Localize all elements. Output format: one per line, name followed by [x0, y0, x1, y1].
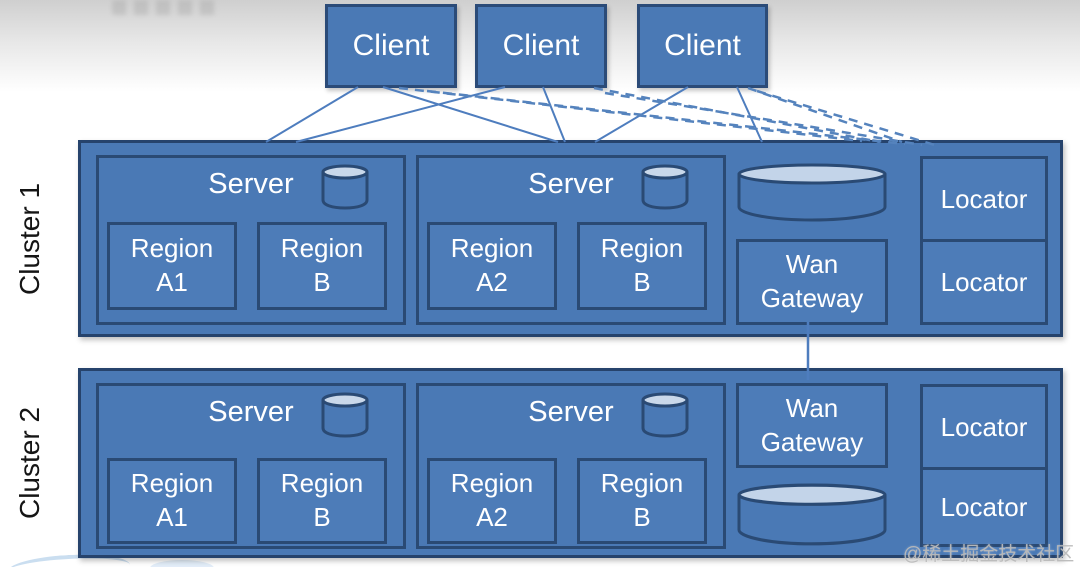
locator-node: Locator — [920, 156, 1048, 242]
client-label: Client — [664, 29, 741, 62]
server-node: Server Region A2 Region B — [416, 383, 726, 549]
cluster-1-label: Cluster 1 — [14, 182, 46, 295]
region-node: Region B — [577, 458, 707, 544]
region-node: Region A1 — [107, 222, 237, 310]
database-cylinder-icon — [737, 483, 887, 546]
site-watermark: @稀土掘金技术社区 — [903, 544, 1075, 565]
client-label: Client — [502, 29, 580, 62]
server-node: Server Region A1 Region B — [96, 383, 406, 549]
database-cylinder-icon — [321, 164, 369, 210]
database-cylinder-icon — [321, 392, 369, 438]
database-cylinder-icon — [641, 392, 689, 438]
server-node: Server Region A1 Region B — [96, 155, 406, 325]
wan-gateway-node: Wan Gateway — [736, 239, 888, 325]
client-locator-links — [398, 86, 939, 148]
client-node: Client — [325, 4, 457, 88]
region-node: Region B — [257, 458, 387, 544]
client-node: Client — [475, 4, 607, 88]
region-node: Region B — [257, 222, 387, 310]
region-node: Region A2 — [427, 222, 557, 310]
locator-node: Locator — [920, 467, 1048, 547]
region-node: Region B — [577, 222, 707, 310]
database-cylinder-icon — [641, 164, 689, 210]
client-node: Client — [637, 4, 768, 88]
database-cylinder-icon — [737, 163, 887, 222]
wan-gateway-node: Wan Gateway — [736, 383, 888, 468]
faint-logo-watermark — [112, 0, 218, 15]
cluster-2-label: Cluster 2 — [14, 406, 46, 520]
cluster-2-container: Server Region A1 Region B Server Region — [78, 368, 1063, 558]
cluster-1-container: Server Region A1 Region B Server Region — [78, 140, 1063, 337]
client-server-links — [265, 86, 763, 143]
region-node: Region A1 — [107, 458, 237, 544]
locator-node: Locator — [920, 239, 1048, 325]
server-node: Server Region A2 Region B — [416, 155, 726, 325]
locator-node: Locator — [920, 384, 1048, 470]
region-node: Region A2 — [427, 458, 557, 544]
client-label: Client — [352, 29, 430, 62]
bottom-left-watermark-shape — [150, 560, 214, 567]
